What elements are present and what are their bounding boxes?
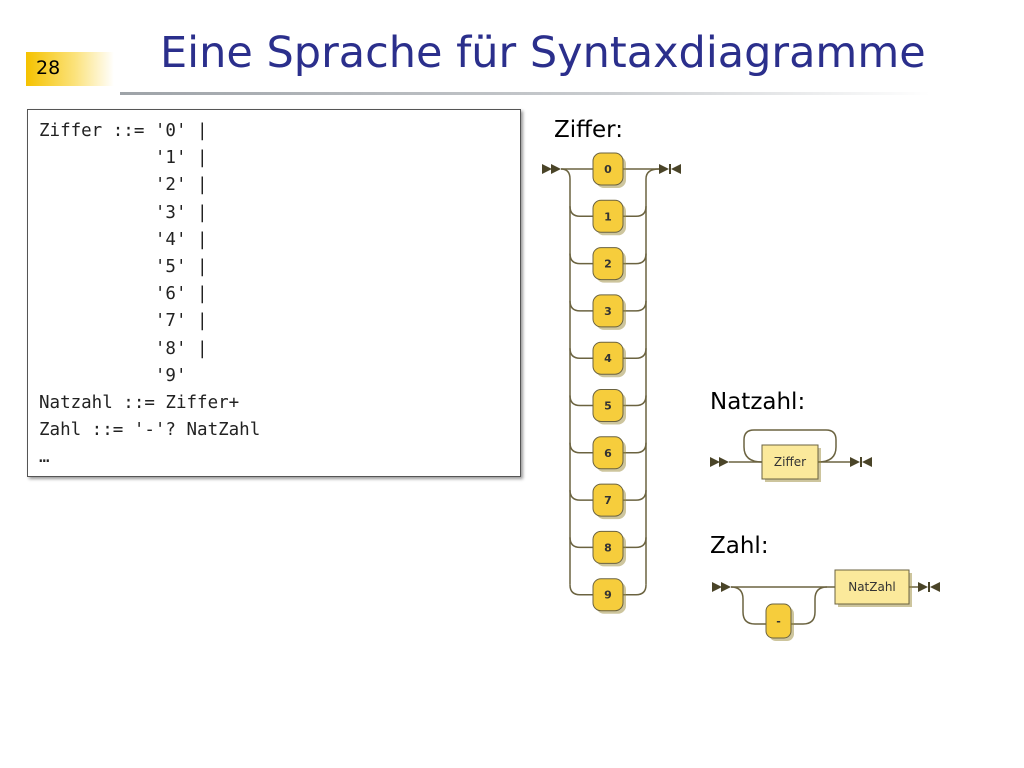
zahl-optional-terminal-minus: - [765, 603, 794, 641]
ziffer-terminal-label: 0 [604, 163, 612, 176]
ziffer-terminal-3: 3 [592, 294, 626, 330]
natzahl-entry-arrow [710, 457, 729, 467]
grammar-code: Ziffer ::= '0' | '1' | '2' | '3' | '4' |… [28, 110, 520, 472]
grammar-line: Zahl ::= '-'? NatZahl [39, 420, 261, 441]
ziffer-terminal-5: 5 [592, 389, 626, 425]
ziffer-terminal-0: 0 [592, 152, 626, 188]
natzahl-nonterminal-ziffer: Ziffer [761, 444, 821, 482]
grammar-line: Ziffer ::= '0' | [39, 121, 208, 141]
zahl-nonterminal-natzahl: NatZahl [834, 569, 912, 607]
ziffer-terminal-label: 7 [604, 494, 612, 507]
natzahl-nonterminal-label: Ziffer [774, 455, 806, 469]
ziffer-terminal-4: 4 [592, 341, 626, 378]
ziffer-railroad-diagram: 0 1 2 3 4 5 6 7 8 9 [542, 152, 681, 614]
ziffer-terminal-label: 4 [604, 352, 612, 365]
title-underline [120, 92, 930, 95]
zahl-railroad-diagram: - NatZahl [712, 569, 940, 641]
grammar-line: '6' | [39, 284, 208, 305]
ziffer-diagram-label: Ziffer: [554, 117, 623, 143]
zahl-entry-arrow [712, 582, 731, 592]
grammar-line: '1' | [39, 148, 208, 169]
zahl-terminal-label: - [776, 615, 781, 628]
zahl-diagram-label: Zahl: [710, 533, 769, 559]
zahl-rails [730, 586, 918, 625]
ziffer-terminal-9: 9 [592, 578, 626, 614]
natzahl-railroad-diagram: Ziffer [710, 429, 872, 482]
zahl-nonterminal-label: NatZahl [848, 580, 896, 594]
ziffer-terminal-2: 2 [592, 247, 626, 283]
ziffer-entry-arrow [542, 164, 561, 174]
natzahl-rails [729, 429, 850, 463]
grammar-code-box: Ziffer ::= '0' | '1' | '2' | '3' | '4' |… [27, 109, 521, 477]
grammar-line: '2' | [39, 175, 208, 196]
natzahl-exit-arrow [850, 457, 872, 467]
ziffer-terminal-label: 6 [604, 447, 612, 460]
slide-number: 28 [36, 57, 61, 79]
grammar-line: '3' | [39, 202, 208, 223]
grammar-line: '9' [39, 365, 187, 386]
slide-title: Eine Sprache für Syntaxdiagramme [160, 28, 926, 78]
ziffer-terminal-label: 9 [604, 589, 612, 602]
grammar-line: '7' | [39, 311, 208, 332]
grammar-line: '8' | [39, 338, 208, 359]
grammar-line: Natzahl ::= Ziffer+ [39, 393, 240, 414]
grammar-line: '4' | [39, 229, 208, 250]
ziffer-terminal-6: 6 [592, 436, 626, 472]
ziffer-terminal-label: 5 [604, 400, 612, 413]
zahl-exit-arrow [918, 582, 940, 592]
grammar-line: … [39, 447, 50, 468]
ziffer-terminal-label: 2 [604, 258, 612, 271]
ziffer-terminal-label: 3 [604, 305, 612, 318]
ziffer-terminal-label: 1 [604, 210, 612, 223]
ziffer-terminal-label: 8 [604, 541, 612, 554]
grammar-line: '5' | [39, 257, 208, 278]
ziffer-terminal-1: 1 [592, 199, 626, 236]
natzahl-diagram-label: Natzahl: [710, 389, 806, 415]
ziffer-exit-arrow [659, 164, 681, 174]
ziffer-terminal-8: 8 [592, 530, 626, 567]
slide-number-badge: 28 [26, 52, 114, 86]
ziffer-terminal-7: 7 [592, 483, 626, 520]
